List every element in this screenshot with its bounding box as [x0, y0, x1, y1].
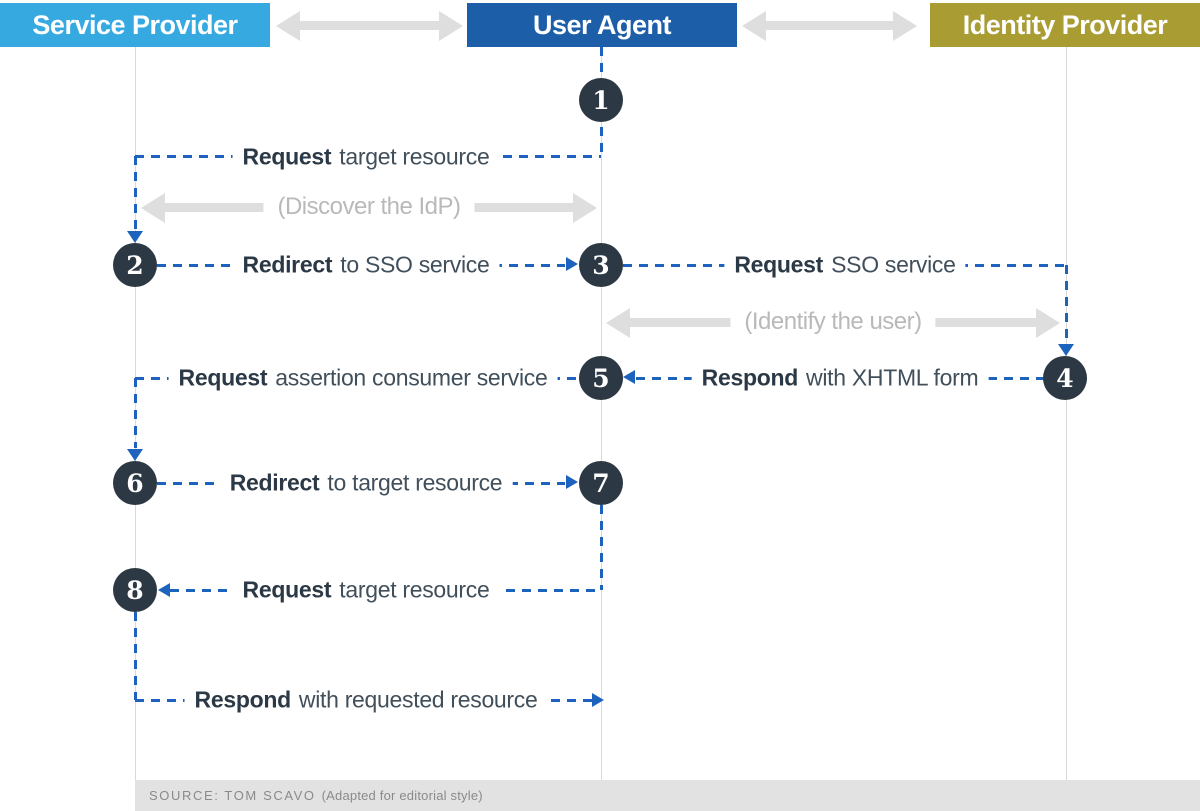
actor-label: Service Provider	[32, 9, 238, 40]
message-line	[133, 156, 137, 230]
message-line	[133, 612, 137, 700]
step-circle-3: 3	[579, 243, 623, 287]
actor-identity-provider: Identity Provider	[930, 3, 1200, 47]
actor-service-provider: Service Provider	[0, 3, 270, 47]
step-circle-8: 8	[113, 568, 157, 612]
arrowhead-left-icon	[158, 583, 170, 597]
message-line	[1064, 265, 1068, 343]
message-label: Respond with requested resource	[184, 686, 548, 714]
actor-user-agent: User Agent	[467, 3, 737, 47]
arrowhead-right-icon	[566, 257, 578, 271]
message-label: Request SSO service	[724, 251, 966, 279]
actor-label: User Agent	[532, 9, 672, 40]
lifeline-user-agent	[601, 47, 602, 780]
step-circle-4: 4	[1043, 356, 1087, 400]
source-label: SOURCE: TOM SCAVO	[149, 788, 316, 803]
double-arrow-icon	[742, 10, 917, 41]
annotation-identify-user: (Identify the user)	[730, 308, 936, 336]
step-circle-2: 2	[113, 243, 157, 287]
source-note: (Adapted for editorial style)	[321, 788, 483, 803]
step-circle-5: 5	[579, 356, 623, 400]
message-label: Request assertion consumer service	[168, 364, 558, 392]
annotation-discover-idp: (Discover the IdP)	[263, 193, 475, 221]
source-bar: SOURCE: TOM SCAVO (Adapted for editorial…	[135, 780, 1200, 811]
actor-label: Identity Provider	[962, 9, 1168, 40]
message-label: Request target resource	[232, 143, 500, 171]
step-circle-1: 1	[579, 78, 623, 122]
arrowhead-left-icon	[623, 370, 635, 384]
arrowhead-down-icon	[1058, 344, 1074, 356]
step-circle-6: 6	[113, 461, 157, 505]
step-circle-7: 7	[579, 461, 623, 505]
arrowhead-down-icon	[127, 231, 143, 243]
message-line	[599, 505, 603, 590]
message-label: Redirect to target resource	[219, 469, 513, 497]
double-arrow-icon	[276, 10, 463, 41]
arrowhead-right-icon	[566, 475, 578, 489]
arrowhead-right-icon	[592, 693, 604, 707]
message-label: Respond with XHTML form	[691, 364, 989, 392]
message-line	[133, 378, 137, 448]
message-label: Redirect to SSO service	[232, 251, 500, 279]
arrowhead-down-icon	[127, 449, 143, 461]
message-label: Request target resource	[232, 576, 500, 604]
lifeline-identity-provider	[1066, 47, 1067, 780]
